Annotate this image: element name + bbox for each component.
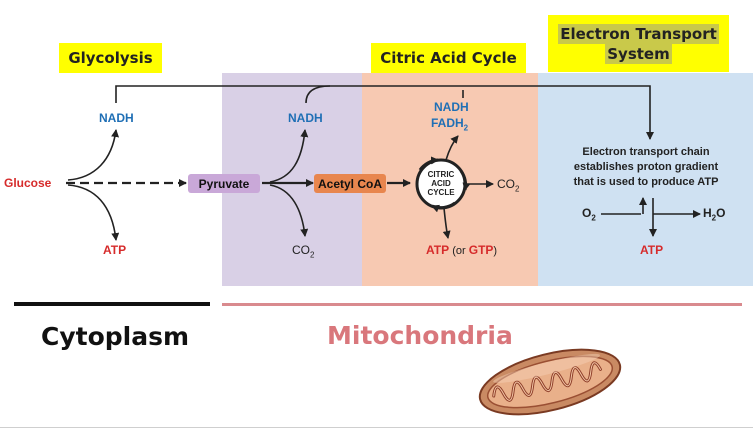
mitochondrion-illustration [478, 348, 622, 416]
cycle-co2-base: CO [497, 177, 515, 191]
cycle-co2: CO2 [497, 177, 519, 193]
citric-acid-cycle-label-text: Citric Acid Cycle [380, 49, 517, 67]
link-reaction-co2: CO2 [292, 243, 314, 259]
h2o-o: O [716, 206, 726, 220]
o2-base: O [582, 206, 592, 220]
link-reaction-nadh: NADH [288, 111, 323, 125]
or-gtp-open: (or [452, 245, 469, 257]
electron-transport-label-line1: Electron Transport [558, 23, 719, 44]
or-gtp-close: ) [493, 245, 498, 257]
h2o-sub: 2 [711, 213, 717, 223]
mitochondria-rule [222, 303, 742, 306]
etc-description-line2: establishes proton gradient [573, 161, 719, 173]
cytoplasm-rule [14, 302, 210, 306]
electron-transport-panel [538, 73, 753, 286]
cycle-atp: ATP [426, 243, 449, 257]
fadh2-base: FADH [431, 116, 464, 130]
etc-description: Electron transport chain establishes pro… [552, 145, 740, 190]
o2-sub: 2 [591, 213, 596, 223]
etc-atp: ATP [640, 243, 664, 257]
cycle-line1: CITRIC [427, 170, 455, 179]
cycle-line2: ACID [431, 179, 451, 188]
glucose-label: Glucose [4, 176, 52, 190]
etc-description-line3: that is used to produce ATP [573, 176, 719, 188]
electron-transport-label-line2: System [605, 43, 672, 64]
glycolysis-label: Glycolysis [59, 43, 162, 73]
acetyl-coa-box: Acetyl CoA [314, 174, 386, 193]
pyruvate-box: Pyruvate [188, 174, 260, 193]
electron-transport-system-label: Electron Transport System [548, 15, 729, 72]
cycle-atp-gtp: ATP (or GTP) [426, 243, 497, 257]
glycolysis-nadh: NADH [99, 111, 134, 125]
citric-acid-cycle-text: CITRIC ACID CYCLE [421, 170, 461, 197]
co2-base: CO [292, 243, 310, 257]
etc-o2: O2 [582, 206, 596, 222]
acetyl-coa-label: Acetyl CoA [317, 176, 382, 191]
pyruvate-label: Pyruvate [198, 176, 250, 191]
cytoplasm-label: Cytoplasm [41, 322, 190, 351]
citric-acid-cycle-label: Citric Acid Cycle [371, 43, 526, 73]
cycle-fadh2: FADH2 [431, 116, 468, 132]
bottom-divider [0, 427, 753, 428]
glycolysis-atp: ATP [103, 243, 127, 257]
glycolysis-label-text: Glycolysis [68, 49, 153, 67]
mitochondria-label: Mitochondria [327, 321, 513, 350]
cycle-line3: CYCLE [427, 188, 455, 197]
co2-sub: 2 [310, 250, 315, 260]
etc-description-line1: Electron transport chain [582, 146, 710, 158]
cycle-nadh: NADH [434, 100, 469, 114]
etc-h2o: H2O [703, 206, 725, 222]
h2o-h: H [703, 206, 712, 220]
fadh2-sub: 2 [463, 123, 469, 133]
cycle-gtp: GTP [468, 243, 494, 257]
cycle-co2-sub: 2 [515, 184, 520, 194]
